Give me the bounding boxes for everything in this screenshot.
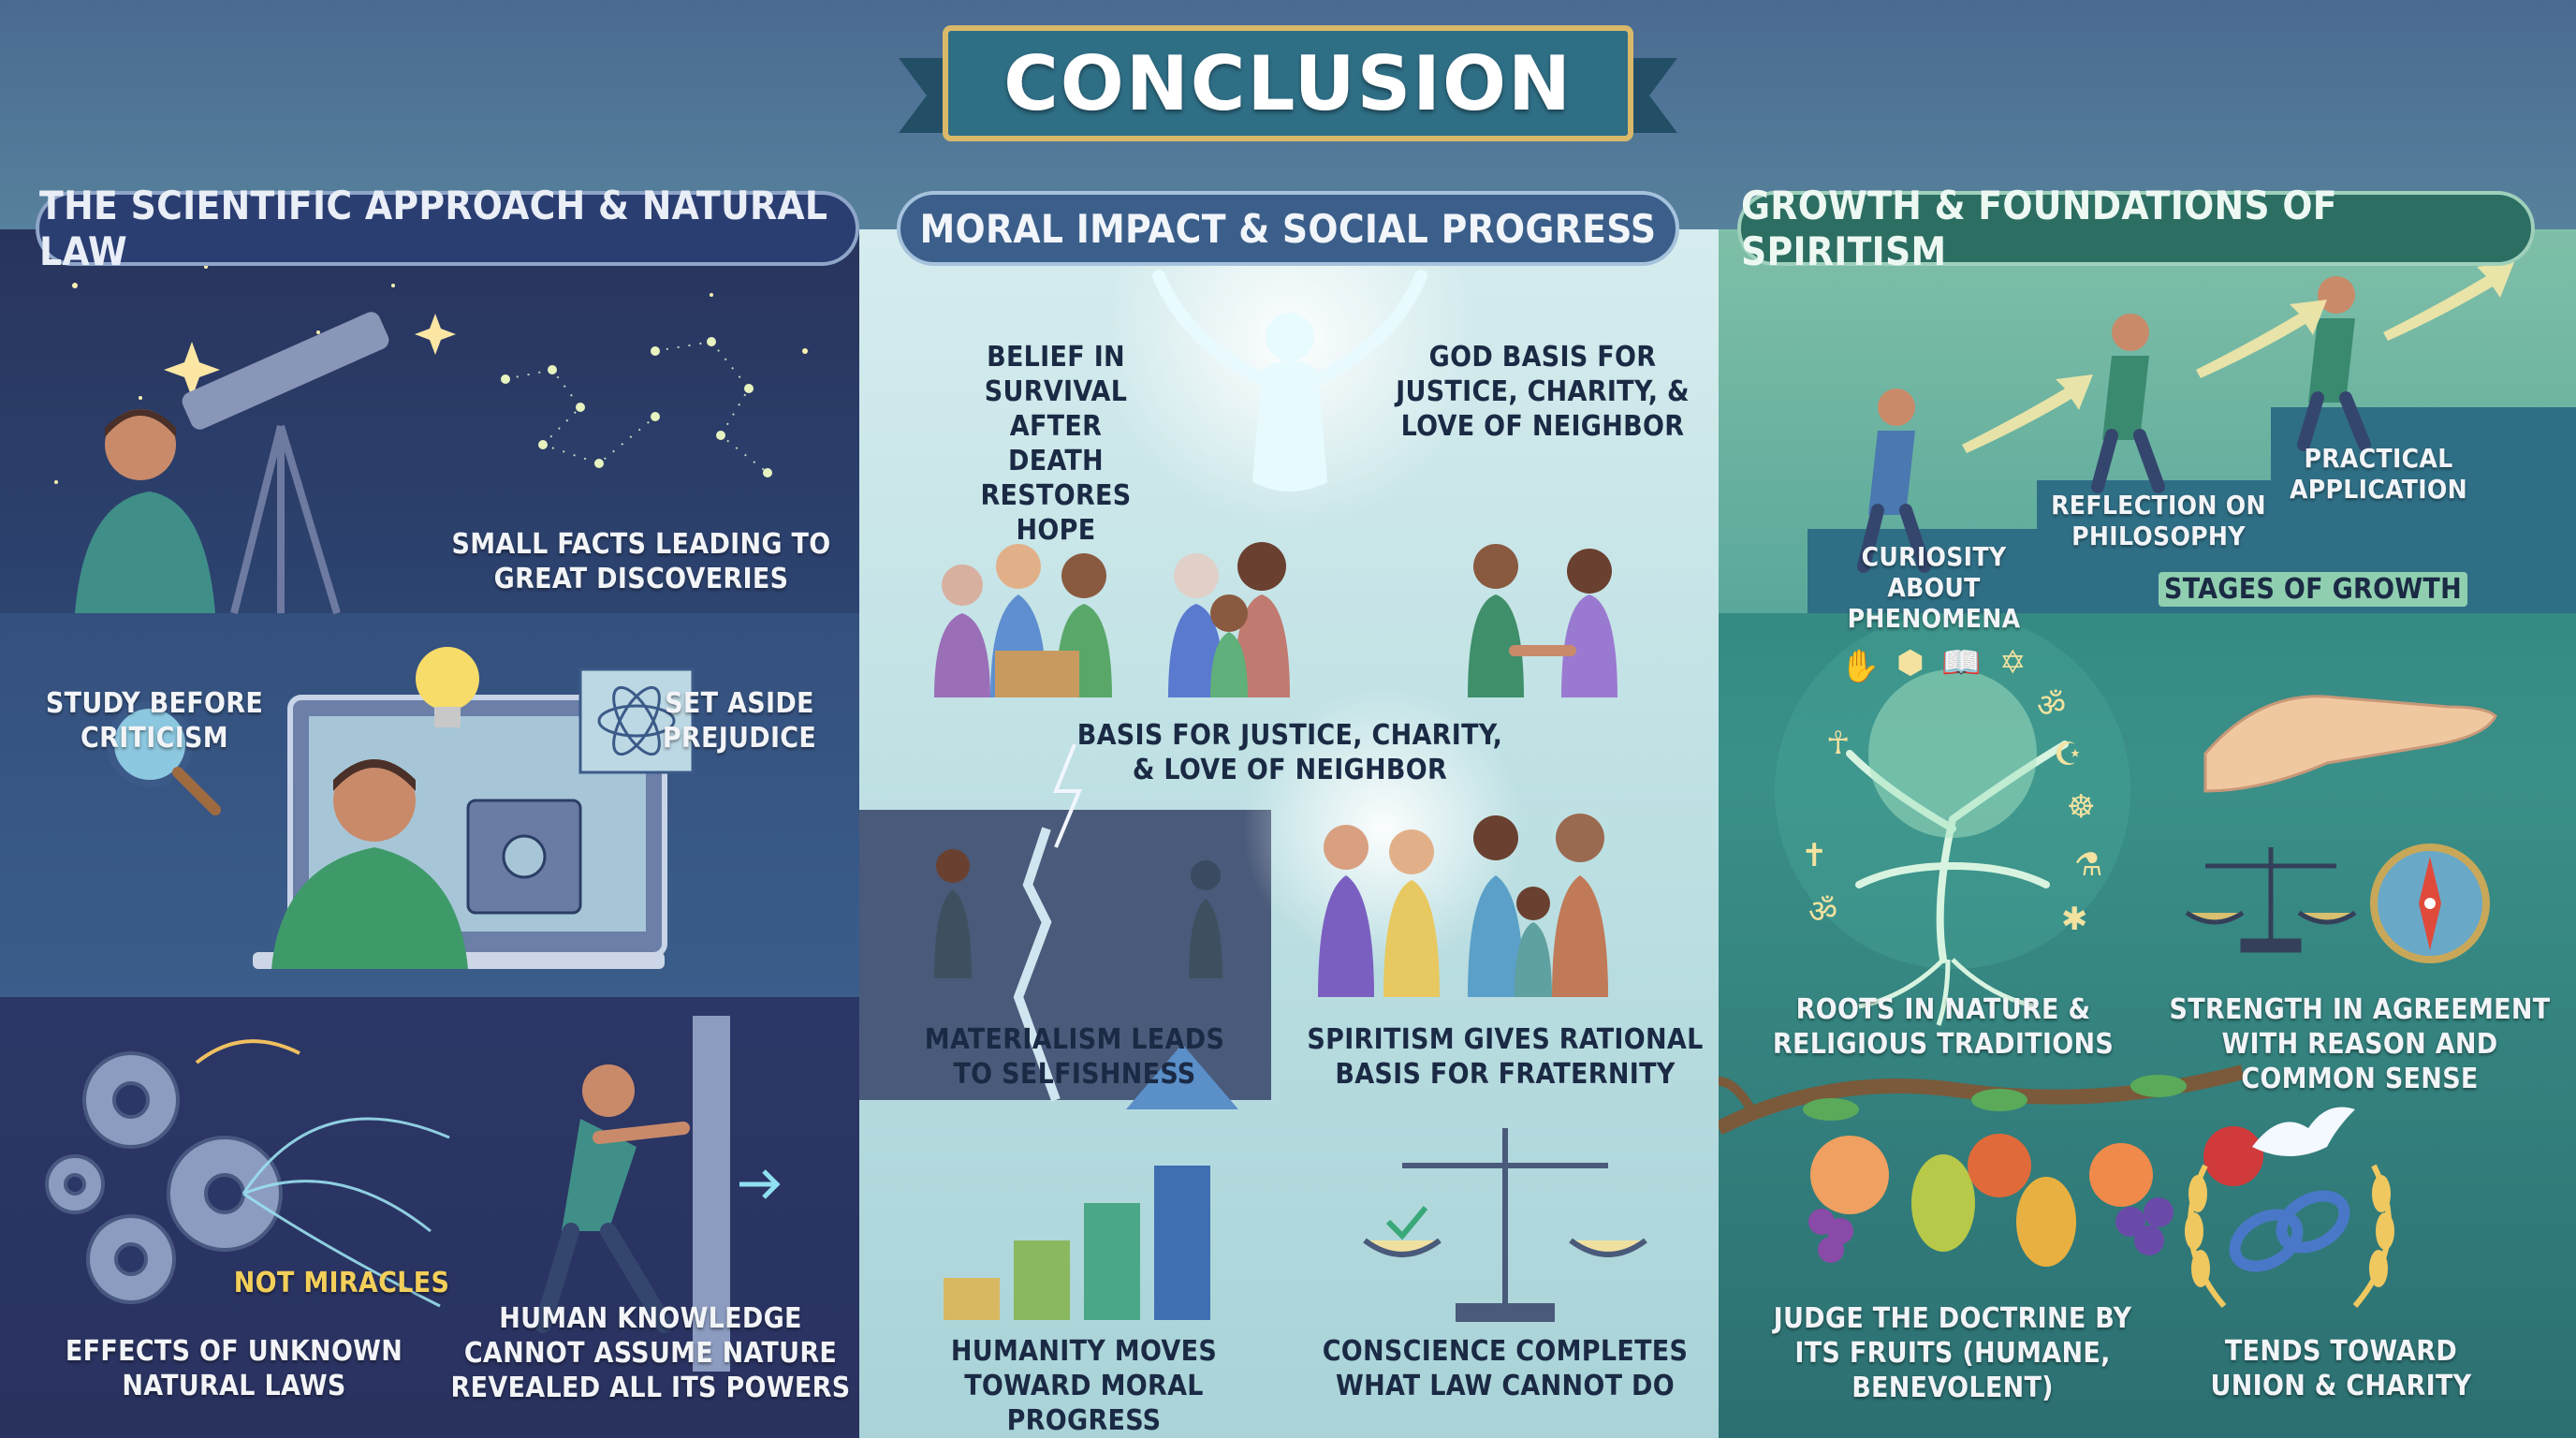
tree-icon — [1775, 613, 2130, 1026]
judge-label: JUDGE THE DOCTRINE BY ITS FRUITS (HUMANE… — [1773, 1302, 2132, 1404]
left-column: SMALL FACTS LEADING TO GREAT DISCOVERIES — [0, 229, 859, 1438]
conscience-label: CONSCIENCE COMPLETES WHAT LAW CANNOT DO — [1322, 1335, 1689, 1402]
fraternity-group-icon — [1243, 688, 1608, 997]
natural-laws-scene — [45, 1016, 781, 1372]
not-miracles-label: NOT MIRACLES — [233, 1267, 450, 1299]
svg-text:✝: ✝ — [1801, 837, 1828, 874]
handshake-group-icon — [1468, 544, 1617, 697]
svg-text:✱: ✱ — [2061, 901, 2088, 938]
materialism-label: MATERIALISM LEADS TO SELFISHNESS — [924, 1023, 1225, 1091]
middle-column: BELIEF IN SURVIVAL AFTER DEATH RESTORES … — [859, 229, 1719, 1438]
divided-landscape-icon — [859, 743, 1271, 1102]
stages-label: STAGES OF GROWTH — [2159, 572, 2467, 607]
reflection-label: REFLECTION ON PHILOSOPHY — [2051, 490, 2266, 551]
svg-text:📖: 📖 — [1941, 644, 1981, 682]
heading-scientific: THE SCIENTIFIC APPROACH & NATURAL LAW — [36, 183, 859, 274]
spirit-figure-icon — [1152, 270, 1427, 492]
svg-text:☥: ☥ — [1826, 725, 1850, 762]
chain-icon — [2229, 1190, 2350, 1272]
scales-icon — [1363, 1128, 1647, 1322]
small-facts-label: SMALL FACTS LEADING TO GREAT DISCOVERIES — [451, 528, 831, 595]
effects-label: EFFECTS OF UNKNOWN NATURAL LAWS — [65, 1335, 403, 1402]
telescope-scene — [54, 255, 808, 615]
roots-label: ROOTS IN NATURE & RELIGIOUS TRADITIONS — [1772, 993, 2115, 1061]
lightning-icon — [1053, 743, 1082, 848]
scales-icon — [2185, 847, 2357, 953]
climbing-figures-icon — [1857, 276, 2371, 573]
laurel-icon — [2185, 1164, 2394, 1308]
gears-icon — [45, 1051, 283, 1304]
curiosity-label: CURIOSITY ABOUT PHENOMENA — [1847, 541, 2021, 634]
svg-text:✡: ✡ — [1999, 644, 2027, 682]
tends-label: TENDS TOWARD UNION & CHARITY — [2210, 1335, 2472, 1402]
god-label: GOD BASIS FOR JUSTICE, CHARITY, & LOVE O… — [1396, 341, 1690, 443]
humanity-label: HUMANITY MOVES TOWARD MORAL PROGRESS — [950, 1335, 1218, 1437]
heading-growth: GROWTH & FOUNDATIONS OF SPIRITISM — [1737, 183, 2535, 274]
hand-icon — [2203, 695, 2497, 793]
right-column: ☥ ✋ ⬢ 📖 ✡ ॐ ☪ ☸ ✝ ॐ ⚗ ✱ — [1719, 229, 2576, 1438]
curved-arrow-icon — [195, 1039, 300, 1064]
pushing-figure-icon — [534, 1064, 690, 1333]
svg-text:✋: ✋ — [1840, 648, 1880, 685]
telescope-icon — [182, 312, 389, 615]
growth-scene: ☥ ✋ ⬢ 📖 ✡ ॐ ☪ ☸ ✝ ॐ ⚗ ✱ — [1719, 262, 2576, 1308]
sparkle-icon — [164, 314, 456, 398]
svg-text:ॐ: ॐ — [1808, 893, 1837, 931]
checkmark-icon — [1385, 1206, 1428, 1240]
box-icon — [995, 651, 1079, 697]
dove-icon — [2252, 1107, 2355, 1156]
lightbulb-icon — [416, 647, 479, 727]
basis-label: BASIS FOR JUSTICE, CHARITY, & LOVE OF NE… — [1076, 719, 1503, 786]
religious-symbols-icon: ☥ ✋ ⬢ 📖 ✡ ॐ ☪ ☸ ✝ ॐ ⚗ ✱ — [1801, 644, 2102, 938]
prejudice-label: SET ASIDE PREJUDICE — [662, 687, 817, 755]
energy-swirl-icon — [242, 1117, 450, 1308]
machine-icon — [466, 799, 582, 915]
atom-icon — [578, 668, 695, 774]
constellation-icon — [505, 340, 768, 474]
fruit-branch-icon — [1719, 1064, 2263, 1267]
practical-label: PRACTICAL APPLICATION — [2290, 443, 2467, 505]
spiritism-label: SPIRITISM GIVES RATIONAL BASIS FOR FRATE… — [1307, 1023, 1704, 1091]
belief-label: BELIEF IN SURVIVAL AFTER DEATH RESTORES … — [980, 341, 1132, 547]
ascending-arrow-icon — [944, 1044, 1238, 1320]
arrow-right-icon — [739, 1169, 781, 1199]
strength-label: STRENGTH IN AGREEMENT WITH REASON AND CO… — [2169, 993, 2551, 1095]
svg-text:☸: ☸ — [2067, 788, 2095, 826]
helping-group-icon — [934, 544, 1112, 697]
human-knowledge-label: HUMAN KNOWLEDGE CANNOT ASSUME NATURE REV… — [450, 1302, 851, 1404]
title-banner: CONCLUSION — [899, 21, 1677, 152]
heading-moral: MORAL IMPACT & SOCIAL PROGRESS — [897, 191, 1679, 266]
study-label: STUDY BEFORE CRITICISM — [45, 687, 264, 755]
magnifier-icon — [107, 701, 221, 815]
thinker-figure-icon — [271, 759, 468, 969]
hugging-group-icon — [1168, 542, 1290, 697]
growth-arrow-icon — [1962, 262, 2514, 453]
compass-icon — [2370, 844, 2490, 963]
svg-text:☪: ☪ — [2054, 736, 2082, 773]
svg-text:⬢: ⬢ — [1896, 644, 1925, 682]
svg-text:ॐ: ॐ — [2037, 687, 2066, 725]
page-title: CONCLUSION — [1003, 39, 1573, 127]
barrier-door-icon — [693, 1016, 730, 1372]
astronomer-figure-icon — [75, 409, 215, 613]
svg-text:⚗: ⚗ — [2074, 846, 2102, 884]
moral-scene — [859, 229, 1647, 1322]
banner-ribbon-icon — [899, 25, 1677, 141]
study-scene — [107, 647, 695, 969]
